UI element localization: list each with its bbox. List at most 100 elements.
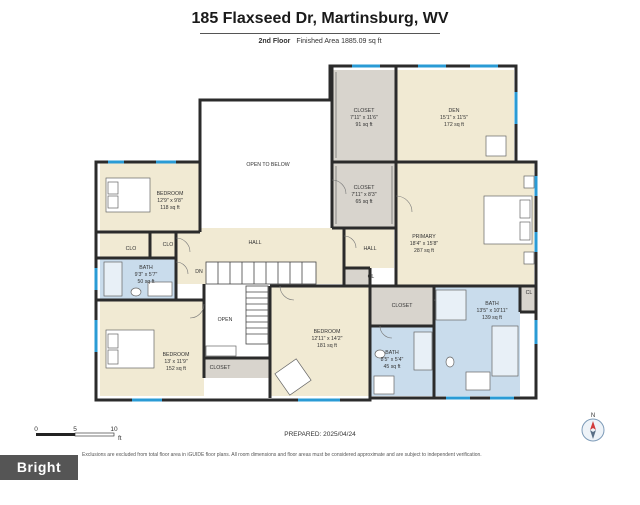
den-name: DEN — [449, 108, 460, 114]
title-rule — [200, 33, 440, 34]
door-swing — [175, 261, 189, 275]
north-arrow-icon: N — [581, 413, 605, 442]
scale-unit: ft — [118, 435, 122, 442]
hall-right-label: HALL — [364, 246, 377, 252]
plan-address: 185 Flaxseed Dr, Martinsburg, WV — [191, 10, 449, 27]
chair-bedroom — [274, 358, 312, 396]
bath-small-area: 45 sq ft — [383, 364, 401, 370]
closet-right-label: CLOSET — [392, 303, 414, 309]
cl-small-label: CL — [368, 274, 375, 280]
finished-area: Finished Area 1885.09 sq ft — [296, 38, 382, 45]
bedroom-center-dims: 12'11" x 14'2" — [312, 336, 343, 342]
cl-edge-floor — [520, 286, 536, 312]
door-swing — [279, 285, 295, 301]
den-dims: 15'1" x 11'5" — [440, 115, 468, 121]
bath-left-dims: 9'3" x 5'7" — [135, 272, 158, 278]
walls — [94, 64, 538, 402]
scale-seg-dark — [36, 433, 75, 436]
staircase — [205, 261, 317, 345]
compass-ring — [581, 418, 605, 442]
clo-left-floor — [100, 232, 150, 258]
bedroom-nw-name: BEDROOM — [157, 191, 184, 197]
pillow — [107, 195, 119, 209]
primary-bath-dims: 13'5" x 10'11" — [477, 308, 508, 314]
closet-right-floor — [370, 286, 434, 326]
fixtures — [103, 72, 535, 396]
hall-label: HALL — [249, 240, 262, 246]
vanity-primary — [465, 371, 491, 391]
open-to-below-label: OPEN TO BELOW — [246, 162, 289, 168]
scale-seg-light — [74, 432, 115, 437]
clo-right-floor — [150, 232, 176, 258]
pillow — [107, 349, 119, 365]
clo-right-label: CLO — [163, 242, 174, 248]
closet-sw-floor — [204, 358, 270, 378]
tub-small — [413, 331, 433, 371]
closet-sw-label: CLOSET — [210, 365, 232, 371]
bath-left-area: 50 sq ft — [137, 279, 155, 285]
toilet — [130, 287, 142, 297]
chair-den — [485, 135, 507, 157]
compass-needle-tail — [590, 430, 596, 439]
bath-small-name: BATH — [385, 350, 399, 356]
bedroom-sw-area: 152 sq ft — [166, 366, 186, 372]
scale-tick-10: 10 — [110, 426, 118, 433]
dn-label: DN — [195, 269, 203, 275]
cl-edge-label: CL — [526, 290, 533, 296]
open-label: OPEN — [218, 317, 233, 323]
door-swing — [189, 303, 205, 319]
closet-mid-name: CLOSET — [354, 185, 376, 191]
mls-watermark: Bright MLS — [0, 455, 78, 500]
closet-mid-area: 65 sq ft — [355, 199, 373, 205]
tub-primary — [491, 325, 519, 377]
closet-top-dims: 7'11" x 11'6" — [350, 115, 378, 121]
room-labels: CLOSET 7'11" x 11'6" 91 sq ft DEN 15'1" … — [126, 108, 533, 372]
den-area: 172 sq ft — [444, 122, 464, 128]
bath-left-name: BATH — [139, 265, 153, 271]
bedroom-sw-name: BEDROOM — [163, 352, 190, 358]
windows — [94, 64, 538, 402]
pillow — [107, 333, 119, 349]
plan-subtitle: 2nd Floor Finished Area 1885.09 sq ft — [0, 38, 640, 45]
bedroom-center-name: BEDROOM — [314, 329, 341, 335]
primary-name: PRIMARY — [412, 234, 436, 240]
closet-top-floor — [332, 70, 396, 162]
stair-run — [245, 285, 269, 345]
bedroom-nw-dims: 12'9" x 9'8" — [157, 198, 183, 204]
primary-bath-name: BATH — [485, 301, 499, 307]
closet-mid-dims: 7'11" x 8'3" — [351, 192, 376, 198]
bath-small-dims: 8'5" x 5'4" — [381, 357, 404, 363]
closet-top-area: 91 sq ft — [355, 122, 373, 128]
vanity — [147, 281, 173, 297]
clo-left-label: CLO — [126, 246, 137, 252]
bedroom-sw-dims: 13' x 11'9" — [164, 359, 187, 365]
vanity-small — [373, 375, 395, 395]
pillow — [519, 199, 531, 219]
prepared-date: PREPARED: 2025/04/24 — [284, 431, 356, 438]
bedroom-center-area: 181 sq ft — [317, 343, 337, 349]
closet-mid-floor — [332, 162, 396, 228]
nightstand — [523, 251, 535, 265]
scale-bar: 0 5 10 ft — [34, 426, 122, 442]
doors — [175, 179, 449, 339]
compass-needle — [590, 421, 596, 430]
tub-left — [103, 261, 123, 297]
scale-tick-0: 0 — [34, 426, 38, 433]
stair-landing — [205, 261, 317, 285]
toilet — [374, 349, 386, 359]
compass-north-label: N — [591, 413, 595, 419]
primary-bath-area: 139 sq ft — [482, 315, 502, 321]
primary-area: 287 sq ft — [414, 248, 434, 254]
scale-tick-5: 5 — [73, 426, 77, 433]
door-swing — [331, 179, 347, 195]
nightstand — [523, 175, 535, 189]
pillow — [519, 221, 531, 241]
toilet — [445, 356, 455, 368]
floor-plan: CLOSET 7'11" x 11'6" 91 sq ft DEN 15'1" … — [94, 64, 538, 402]
door-swing — [175, 237, 191, 253]
desk — [205, 345, 237, 357]
floor-label: 2nd Floor — [258, 38, 291, 45]
door-swing — [379, 325, 393, 339]
disclaimer-text: Exclusions are excluded from total floor… — [82, 452, 482, 458]
primary-dims: 18'4" x 15'8" — [410, 241, 439, 247]
